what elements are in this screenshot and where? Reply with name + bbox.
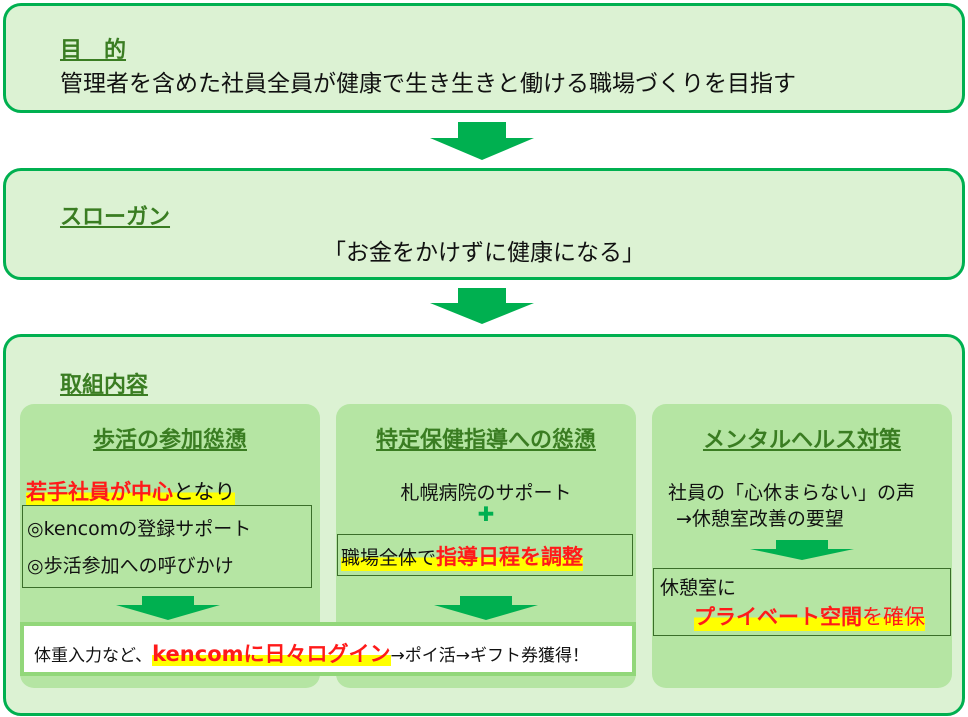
down-arrow-icon — [116, 596, 220, 620]
initiatives-title: 取組内容 — [60, 373, 149, 398]
slogan-title: スローガン — [60, 205, 171, 230]
mental-panel: メンタルヘルス対策 社員の「心休まらない」の声 →休憩室改善の要望 休憩室に プ… — [652, 404, 952, 688]
walking-lead-rest: となり — [173, 480, 236, 504]
result-emphasis: kencomに日々ログイン — [152, 642, 391, 666]
mental-line-1: 社員の「心休まらない」の声 — [668, 482, 916, 504]
mental-line-2: →休憩室改善の要望 — [676, 508, 844, 530]
guidance-prefix: 職場全体で — [341, 547, 437, 569]
result-suffix: →ポイ活→ギフト券獲得！ — [390, 646, 590, 666]
mental-result-2: プライベート空間を確保 — [694, 601, 925, 631]
result-prefix: 体重入力など、 — [34, 646, 153, 666]
guidance-action-frame: 職場全体で指導日程を調整 — [337, 534, 633, 576]
walking-item-1: ◎kencomの登録サポート — [27, 518, 252, 540]
walking-actions-frame: ◎kencomの登録サポート ◎歩活参加への呼びかけ — [22, 505, 312, 588]
mental-result-rest: を確保 — [862, 605, 925, 629]
mental-title: メンタルヘルス対策 — [702, 428, 901, 453]
guidance-emphasis: 指導日程を調整 — [436, 545, 584, 569]
guidance-line-2: 職場全体で指導日程を調整 — [341, 541, 584, 571]
down-arrow-icon — [750, 540, 854, 560]
mental-result-frame: 休憩室に プライベート空間を確保 — [653, 568, 951, 636]
down-arrow-icon — [434, 596, 538, 620]
purpose-box: 目 的 管理者を含めた社員全員が健康で生き生きと働ける職場づくりを目指す — [3, 3, 965, 113]
purpose-text: 管理者を含めた社員全員が健康で生き生きと働ける職場づくりを目指す — [60, 71, 796, 97]
walking-lead: 若手社員が中心となり — [26, 476, 236, 506]
walking-item-2: ◎歩活参加への呼びかけ — [27, 555, 234, 577]
guidance-line-1: 札幌病院のサポート — [400, 482, 572, 504]
walking-title: 歩活の参加慫慂 — [92, 428, 247, 453]
plus-icon: ✚ — [477, 502, 495, 526]
down-arrow-icon — [430, 122, 534, 160]
purpose-title: 目 的 — [60, 38, 127, 63]
walking-lead-emphasis: 若手社員が中心 — [26, 480, 173, 504]
result-bar: 体重入力など、kencomに日々ログイン→ポイ活→ギフト券獲得！ — [20, 622, 636, 676]
down-arrow-icon — [430, 288, 534, 324]
guidance-title: 特定保健指導への慫慂 — [375, 428, 596, 453]
slogan-box: スローガン 「お金をかけずに健康になる」 — [3, 168, 965, 280]
slogan-text: 「お金をかけずに健康になる」 — [323, 240, 645, 266]
mental-result-1: 休憩室に — [660, 577, 737, 599]
result-text: 体重入力など、kencomに日々ログイン→ポイ活→ギフト券獲得！ — [34, 638, 589, 668]
mental-emphasis: プライベート空間 — [694, 605, 862, 629]
